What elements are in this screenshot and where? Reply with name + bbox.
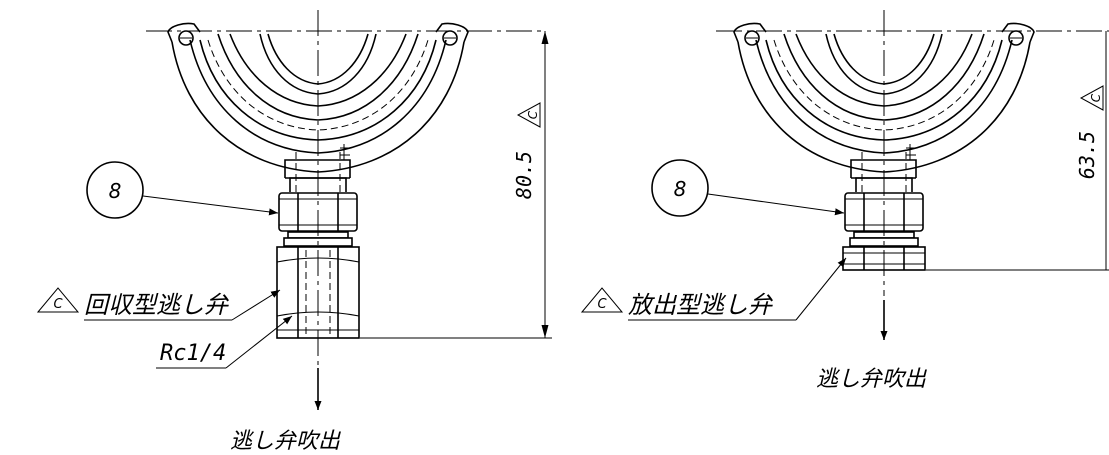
- left-balloon-number: 8: [109, 179, 122, 203]
- left-dimension-revision-triangle: C: [516, 102, 541, 128]
- left-thread-label: Rc1/4: [160, 341, 226, 366]
- left-view: 逃し弁吹出 80.5 C 8 C 回収型逃し弁: [36, 10, 552, 454]
- left-dimension-revision-mark: C: [526, 110, 540, 119]
- left-balloon: 8: [86, 161, 279, 219]
- right-view: 逃し弁吹出 63.5 C 8 C 放出型逃し弁: [580, 10, 1109, 392]
- left-thread-callout: Rc1/4: [156, 315, 293, 369]
- left-valve-label: 回収型逃し弁: [84, 291, 229, 319]
- left-valve-callout: C 回収型逃し弁: [36, 287, 281, 321]
- left-valve-revision-triangle: [36, 287, 80, 313]
- left-valve-revision-mark: C: [53, 297, 63, 312]
- right-outlet-label: 逃し弁吹出: [816, 367, 927, 392]
- right-balloon: 8: [651, 159, 845, 217]
- left-dimension-value: 80.5: [512, 151, 536, 199]
- left-dimension: 80.5 C: [360, 31, 552, 339]
- right-valve-revision-triangle: [580, 287, 624, 313]
- right-balloon-number: 8: [674, 177, 687, 201]
- right-dimension-revision-mark: C: [1089, 93, 1103, 102]
- right-dimension: 63.5 C: [926, 31, 1109, 271]
- right-valve-callout: C 放出型逃し弁: [580, 257, 847, 321]
- right-valve-revision-mark: C: [597, 297, 607, 312]
- right-valve-label: 放出型逃し弁: [628, 291, 773, 319]
- right-dimension-value: 63.5: [1075, 131, 1099, 179]
- right-dimension-revision-triangle: C: [1079, 85, 1104, 111]
- left-outlet-label: 逃し弁吹出: [230, 429, 341, 454]
